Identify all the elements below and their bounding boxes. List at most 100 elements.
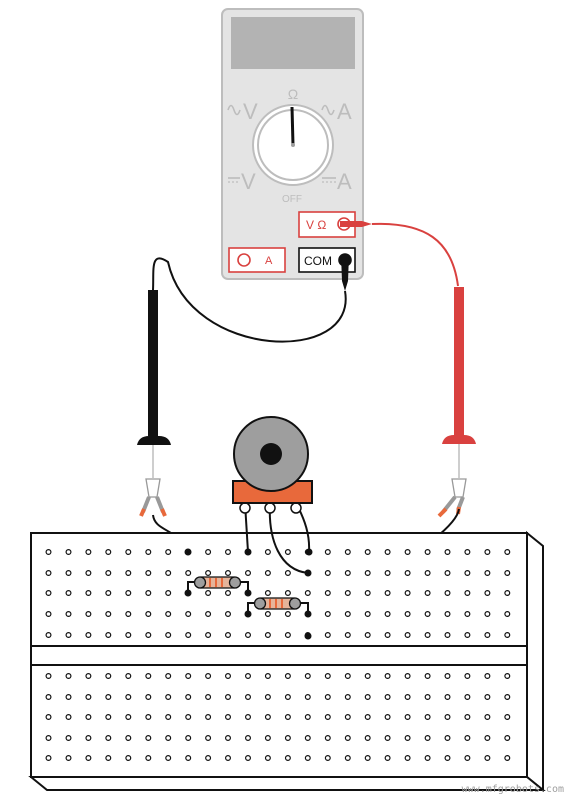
breadboard-hole (324, 754, 331, 761)
breadboard-hole (464, 548, 471, 555)
breadboard-hole (364, 713, 371, 720)
breadboard-hole (304, 672, 311, 679)
breadboard-hole (484, 713, 491, 720)
dial-label-off: OFF (282, 194, 302, 205)
breadboard-hole (384, 754, 391, 761)
breadboard-hole (464, 569, 471, 576)
breadboard-hole (324, 734, 331, 741)
breadboard-hole (424, 734, 431, 741)
resistor-end-cap (253, 597, 267, 610)
breadboard-hole (205, 713, 212, 720)
breadboard-hole (165, 734, 172, 741)
breadboard-hole (225, 589, 232, 596)
breadboard-hole (105, 734, 112, 741)
red-wire (371, 222, 459, 287)
breadboard-hole (125, 713, 132, 720)
breadboard-hole (205, 548, 212, 555)
breadboard-hole (504, 548, 511, 555)
breadboard-hole (364, 734, 371, 741)
breadboard-hole (245, 672, 252, 679)
breadboard-hole (185, 693, 192, 700)
breadboard-hole (85, 693, 92, 700)
breadboard-hole (324, 569, 331, 576)
breadboard-hole (165, 610, 172, 617)
breadboard-hole (245, 631, 252, 638)
breadboard-hole (344, 548, 351, 555)
breadboard-hole (65, 713, 72, 720)
pot-terminal (264, 502, 276, 514)
breadboard-hole (424, 693, 431, 700)
breadboard-hole (404, 610, 411, 617)
breadboard-hole (404, 631, 411, 638)
breadboard-hole (45, 672, 52, 679)
breadboard-hole (45, 589, 52, 596)
breadboard-hole (205, 631, 212, 638)
breadboard-hole (424, 713, 431, 720)
resistor-end-cap (193, 576, 207, 589)
breadboard-hole (145, 589, 152, 596)
breadboard-hole (264, 693, 271, 700)
test-probe-icon (137, 436, 171, 445)
breadboard-hole (65, 548, 72, 555)
breadboard-hole (404, 693, 411, 700)
breadboard-hole (105, 610, 112, 617)
breadboard-hole (225, 693, 232, 700)
breadboard-hole (364, 610, 371, 617)
connection-dot (305, 548, 313, 556)
resistor-end-cap (228, 576, 242, 589)
breadboard-hole (444, 754, 451, 761)
breadboard-hole (504, 734, 511, 741)
breadboard-hole (404, 672, 411, 679)
breadboard-hole (284, 754, 291, 761)
breadboard-hole (464, 713, 471, 720)
breadboard-hole (264, 631, 271, 638)
breadboard-hole (264, 589, 271, 596)
breadboard-hole (364, 548, 371, 555)
breadboard-hole (264, 754, 271, 761)
jack-amps-label: A (265, 255, 273, 267)
breadboard-hole (205, 569, 212, 576)
breadboard-hole (424, 754, 431, 761)
breadboard-hole (264, 548, 271, 555)
breadboard-hole (444, 672, 451, 679)
breadboard-hole (105, 569, 112, 576)
breadboard-side (526, 530, 544, 793)
breadboard-hole (105, 631, 112, 638)
breadboard-hole (145, 713, 152, 720)
breadboard-hole (344, 569, 351, 576)
breadboard-hole (45, 754, 52, 761)
breadboard-hole (464, 754, 471, 761)
breadboard-hole (504, 713, 511, 720)
watermark: www.mfgrobots.com (462, 784, 564, 795)
breadboard-hole (145, 631, 152, 638)
breadboard-hole (65, 631, 72, 638)
breadboard-hole (264, 569, 271, 576)
breadboard-hole (464, 734, 471, 741)
breadboard-hole (404, 548, 411, 555)
breadboard-hole (45, 631, 52, 638)
breadboard-hole (65, 754, 72, 761)
breadboard-hole (65, 569, 72, 576)
breadboard-hole (145, 754, 152, 761)
breadboard-hole (364, 589, 371, 596)
breadboard-hole (444, 631, 451, 638)
breadboard-hole (105, 589, 112, 596)
breadboard-hole (504, 631, 511, 638)
breadboard-hole (344, 631, 351, 638)
breadboard-hole (205, 672, 212, 679)
breadboard-hole (85, 754, 92, 761)
breadboard-hole (205, 754, 212, 761)
breadboard-hole (264, 610, 271, 617)
breadboard-hole (384, 734, 391, 741)
breadboard-hole (245, 754, 252, 761)
breadboard-hole (384, 631, 391, 638)
breadboard-hole (65, 693, 72, 700)
breadboard-hole (165, 589, 172, 596)
breadboard-hole (105, 672, 112, 679)
dial-label-ac-volts: V (243, 99, 258, 124)
breadboard-hole (484, 548, 491, 555)
breadboard-hole (444, 693, 451, 700)
breadboard-hole (304, 713, 311, 720)
jack-voltage-ohm-label: V Ω (306, 218, 326, 232)
